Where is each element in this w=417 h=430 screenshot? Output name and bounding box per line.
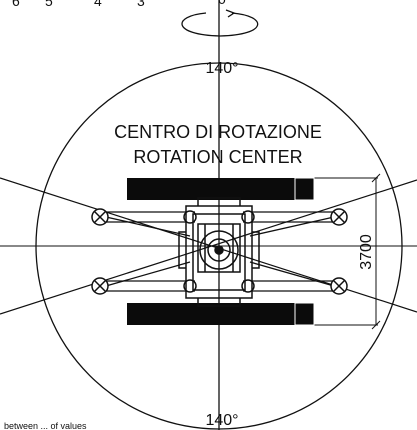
scale-labels: 6 5 4 3 0 (12, 0, 226, 9)
rotation-center-label-it: CENTRO DI ROTAZIONE (114, 122, 322, 142)
dimension-label-3700: 3700 (358, 234, 375, 270)
rotation-center-label-en: ROTATION CENTER (133, 147, 302, 167)
track-lower-end (294, 302, 315, 326)
dimension-lines (313, 173, 381, 330)
scale-label-3: 3 (137, 0, 145, 9)
track-upper-end (294, 177, 315, 201)
track-upper (127, 178, 314, 200)
angle-label-top: 140° (205, 60, 238, 77)
central-chassis (178, 197, 260, 307)
scale-label-6: 6 (12, 0, 20, 9)
track-lower (127, 303, 314, 325)
scale-label-4: 4 (94, 0, 102, 9)
scale-label-5: 5 (45, 0, 53, 9)
scale-label-0: 0 (218, 0, 226, 7)
footer-note: between ... of values (4, 421, 87, 430)
outrigger-beams (100, 211, 340, 292)
outrigger-feet (91, 208, 348, 295)
angle-label-bottom: 140° (205, 412, 238, 429)
rotation-arrow-icon (181, 9, 259, 37)
